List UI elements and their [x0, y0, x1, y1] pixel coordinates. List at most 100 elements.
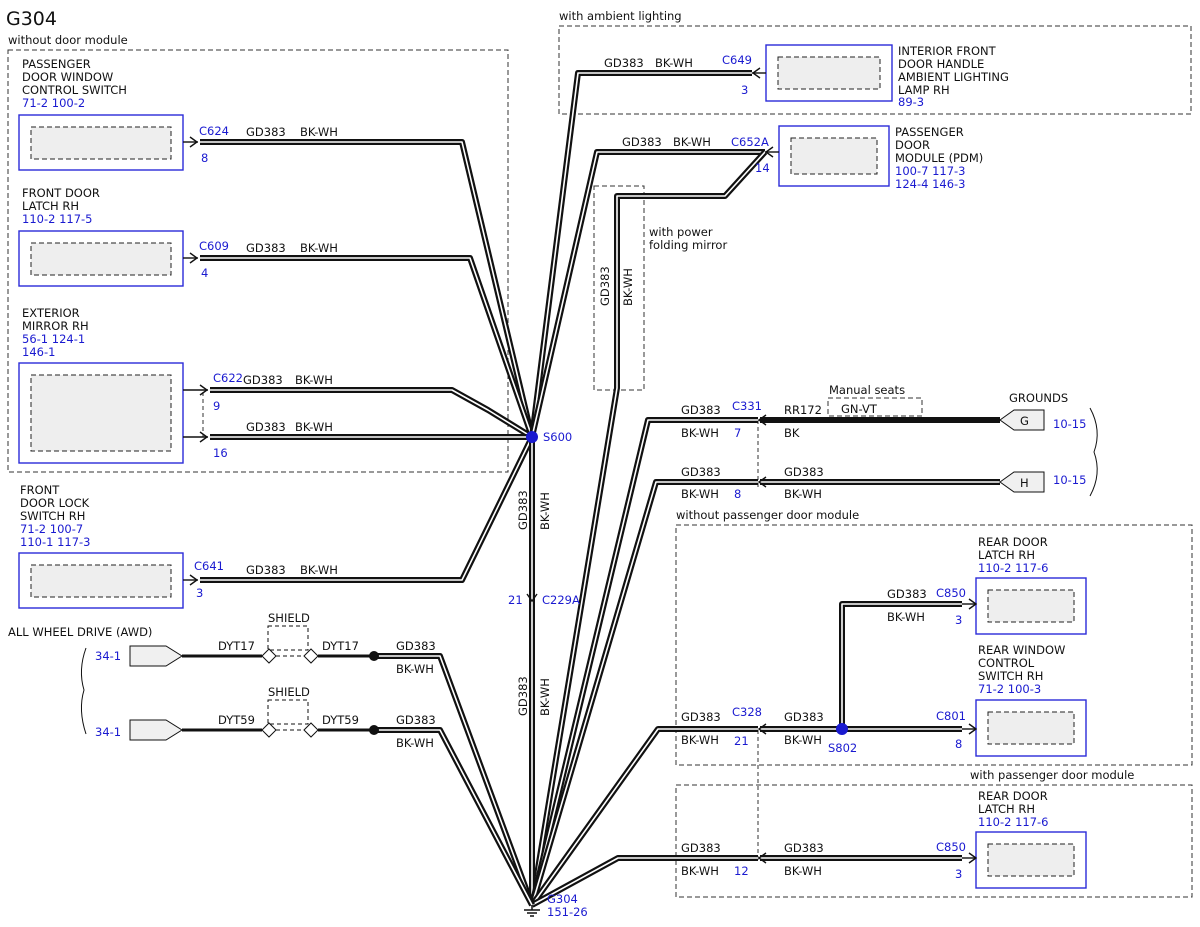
- component-rear-window-switch[interactable]: REAR WINDOW CONTROL SWITCH RH 71-2 100-3…: [936, 643, 1087, 757]
- doorlock-refs-1: 71-2 100-7: [20, 522, 83, 536]
- ground-terminal-h[interactable]: H 10-15: [999, 471, 1086, 493]
- component-front-door-lock-switch[interactable]: FRONT DOOR LOCK SWITCH RH 71-2 100-7 110…: [18, 483, 224, 609]
- rr172-circuit: RR172: [784, 403, 822, 417]
- svg-text:GD383: GD383: [681, 710, 721, 724]
- mirror-refs-2: 146-1: [22, 345, 55, 359]
- svg-text:BK-WH: BK-WH: [295, 373, 333, 387]
- region-label-without-door-module: without door module: [8, 33, 128, 47]
- svg-text:GD383: GD383: [887, 587, 927, 601]
- c649-pin: 3: [741, 83, 748, 97]
- awd-brace: [80, 647, 87, 735]
- c801-label: C801: [936, 709, 966, 723]
- svg-text:BK-WH: BK-WH: [300, 241, 338, 255]
- c624-label: C624: [199, 124, 229, 138]
- pdwcs-name-1: PASSENGER: [22, 57, 91, 71]
- ground-terminal-g[interactable]: G 10-15: [999, 409, 1086, 431]
- component-passenger-door-window-switch[interactable]: PASSENGER DOOR WINDOW CONTROL SWITCH 71-…: [18, 57, 229, 171]
- awd-2-circuit-right: DYT59: [322, 713, 359, 727]
- region-label-power-folding-1: with power: [649, 225, 713, 239]
- svg-text:GD383: GD383: [681, 465, 721, 479]
- c624-pin: 8: [201, 151, 208, 165]
- svg-text:BK-WH: BK-WH: [300, 125, 338, 139]
- c850-b-label: C850: [936, 840, 966, 854]
- splice-s802[interactable]: [836, 723, 848, 735]
- svg-text:GD383: GD383: [681, 403, 721, 417]
- doorlock-refs-2: 110-1 117-3: [20, 535, 91, 549]
- svg-text:BK-WH: BK-WH: [295, 420, 333, 434]
- svg-text:BK-WH: BK-WH: [784, 733, 822, 747]
- svg-text:BK-WH: BK-WH: [538, 492, 552, 530]
- mirror-refs-1: 56-1 124-1: [22, 332, 85, 346]
- c850-b-pin: 3: [955, 867, 962, 881]
- shield-label-2: SHIELD: [268, 685, 310, 699]
- rear-window-name-2: CONTROL: [978, 656, 1035, 670]
- svg-text:GD383: GD383: [243, 373, 283, 387]
- c641-label: C641: [194, 559, 224, 573]
- region-label-manual-seats: Manual seats: [829, 383, 905, 397]
- svg-text:BK-WH: BK-WH: [681, 487, 719, 501]
- ground-g-letter: G: [1020, 414, 1029, 428]
- svg-text:GD383: GD383: [784, 465, 824, 479]
- c229a-pin: 21: [508, 593, 523, 607]
- awd-line-2[interactable]: 34-1 DYT59 DYT59 SHIELD: [95, 685, 379, 741]
- svg-text:GD383: GD383: [246, 420, 286, 434]
- pdwcs-name-2: DOOR WINDOW: [22, 70, 113, 84]
- ambient-name-2: DOOR HANDLE: [898, 57, 984, 71]
- ambient-name-4: LAMP RH: [898, 83, 950, 97]
- svg-text:GD383: GD383: [784, 710, 824, 724]
- ambient-refs: 89-3: [898, 95, 924, 109]
- rr172-color: BK: [784, 426, 800, 440]
- pdm-name-2: DOOR: [895, 138, 930, 152]
- wire-harness: [200, 70, 1000, 908]
- c229a-label: C229A: [542, 593, 580, 607]
- svg-text:GD383: GD383: [604, 56, 644, 70]
- svg-text:BK-WH: BK-WH: [300, 563, 338, 577]
- inline-arrows: [526, 414, 767, 864]
- shield-label-1: SHIELD: [268, 611, 310, 625]
- ground-g-ref: 10-15: [1053, 417, 1086, 431]
- pdm-name-1: PASSENGER: [895, 125, 964, 139]
- region-label-power-folding-2: folding mirror: [649, 238, 727, 252]
- rear-latch-b-name-1: REAR DOOR: [978, 789, 1048, 803]
- rear-latch-a-name-2: LATCH RH: [978, 548, 1035, 562]
- component-passenger-door-module[interactable]: PASSENGER DOOR MODULE (PDM) 100-7 117-3 …: [731, 125, 983, 191]
- svg-text:GD383: GD383: [396, 713, 436, 727]
- c622-pin-9: 9: [213, 399, 220, 413]
- c850-a-pin: 3: [955, 613, 962, 627]
- component-exterior-mirror[interactable]: EXTERIOR MIRROR RH 56-1 124-1 146-1 C622…: [18, 306, 243, 464]
- svg-text:BK-WH: BK-WH: [538, 678, 552, 716]
- rr172-alt-color: GN-VT: [841, 402, 878, 416]
- region-label-with-pdm: with passenger door module: [970, 768, 1134, 782]
- svg-text:BK-WH: BK-WH: [784, 487, 822, 501]
- c801-pin: 8: [955, 737, 962, 751]
- component-rear-door-latch-b[interactable]: REAR DOOR LATCH RH 110-2 117-6 C850 3: [936, 789, 1087, 889]
- s802-label: S802: [828, 741, 857, 755]
- mirror-name-1: EXTERIOR: [22, 306, 80, 320]
- component-rear-door-latch-a[interactable]: REAR DOOR LATCH RH 110-2 117-6 C850 3: [936, 535, 1087, 635]
- grounds-label: GROUNDS: [1009, 391, 1068, 405]
- region-label-ambient: with ambient lighting: [559, 9, 682, 23]
- c328-pin: 21: [734, 734, 749, 748]
- awd-1-ref: 34-1: [95, 649, 121, 663]
- splice-s600[interactable]: [526, 431, 538, 443]
- region-label-without-pdm: without passenger door module: [676, 508, 859, 522]
- doorlock-name-1: FRONT: [20, 483, 60, 497]
- doorlock-name-3: SWITCH RH: [20, 509, 85, 523]
- c609-label: C609: [199, 239, 229, 253]
- rear-window-refs: 71-2 100-3: [978, 682, 1041, 696]
- awd-line-1[interactable]: 34-1 DYT17 DYT17 SHIELD: [95, 611, 379, 667]
- c649-label: C649: [722, 53, 752, 67]
- rear-latch-b-refs: 110-2 117-6: [978, 815, 1049, 829]
- latch-front-refs: 110-2 117-5: [22, 212, 93, 226]
- ambient-name-3: AMBIENT LIGHTING: [898, 70, 1009, 84]
- component-front-door-latch[interactable]: FRONT DOOR LATCH RH 110-2 117-5 C609 4: [18, 186, 229, 287]
- c850-a-label: C850: [936, 586, 966, 600]
- g304-pin-12: 12: [734, 864, 749, 878]
- c609-pin: 4: [201, 266, 208, 280]
- svg-text:GD383: GD383: [246, 125, 286, 139]
- ground-g304[interactable]: G304 151-26: [524, 892, 588, 919]
- component-ambient-lamp[interactable]: INTERIOR FRONT DOOR HANDLE AMBIENT LIGHT…: [722, 44, 1009, 109]
- svg-text:GD383: GD383: [622, 135, 662, 149]
